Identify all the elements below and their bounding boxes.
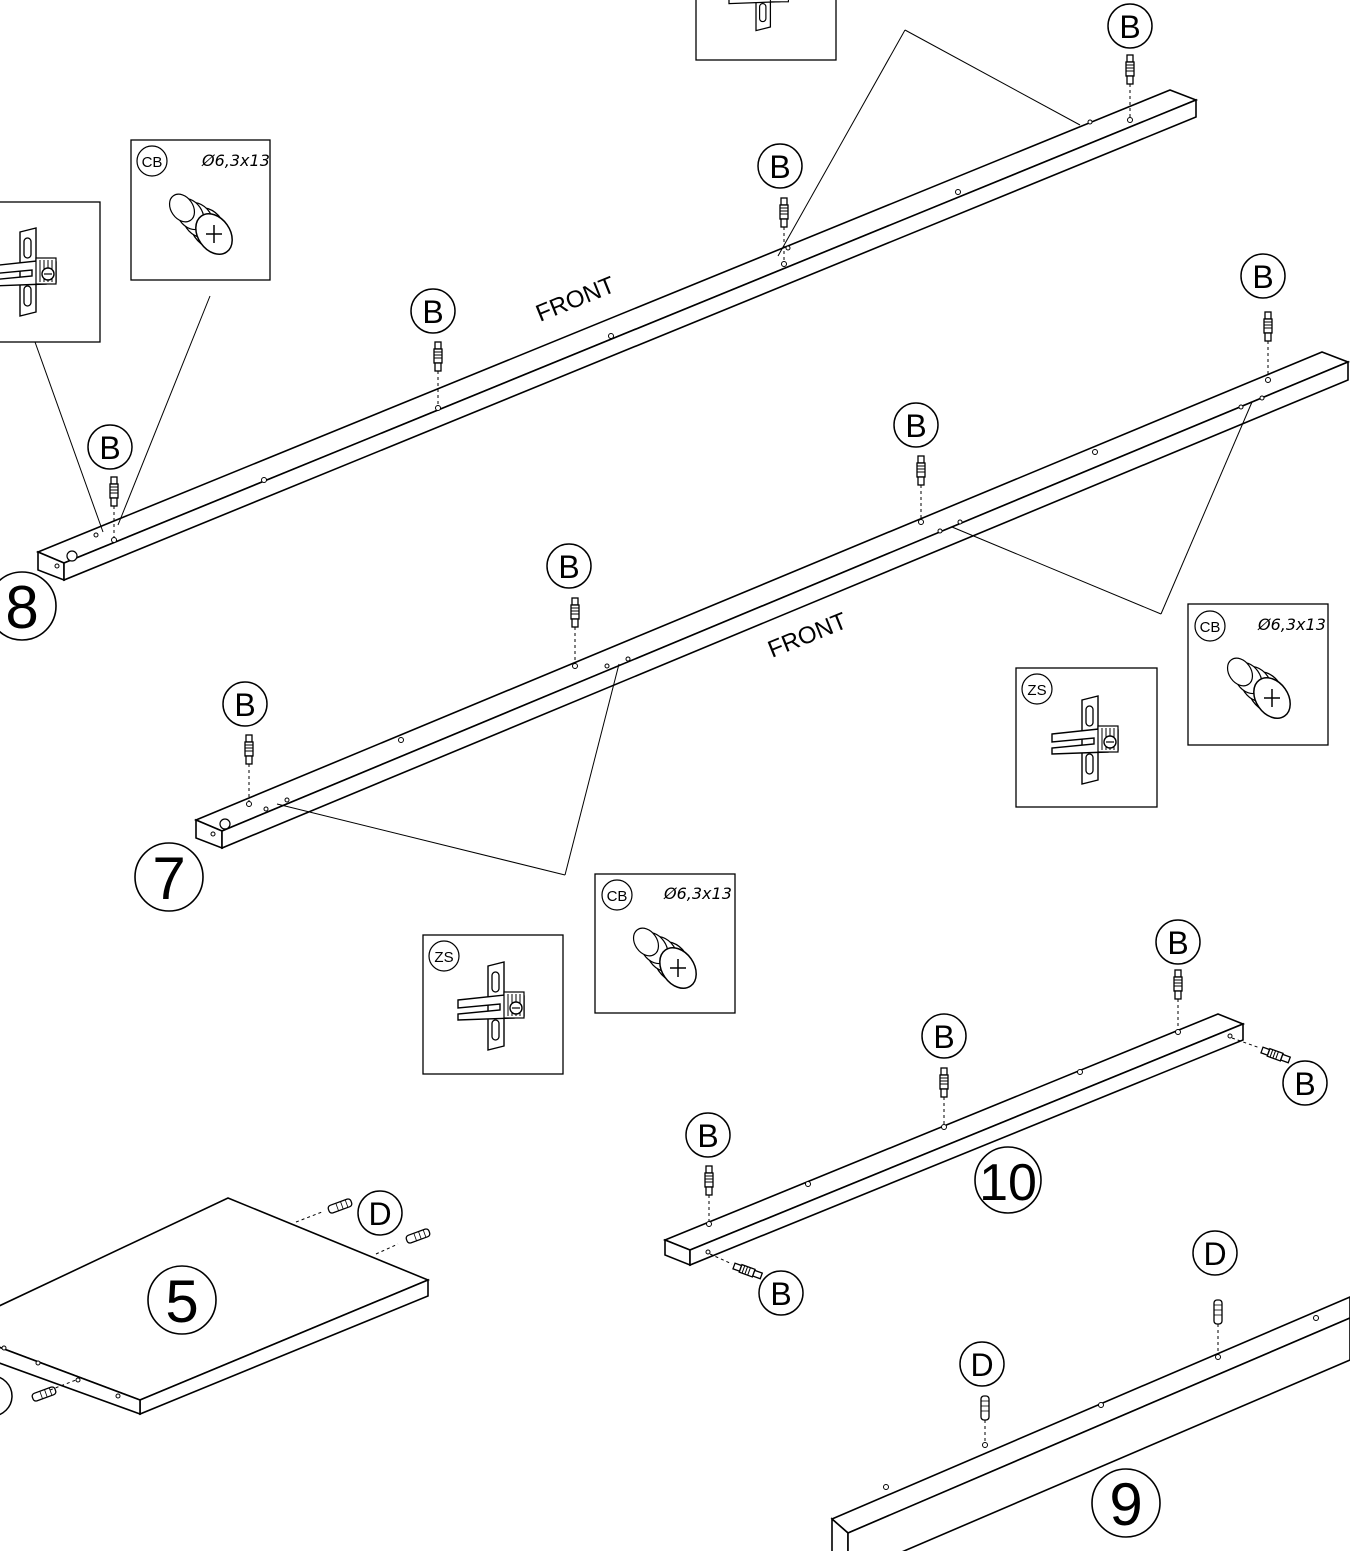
part-number-7: 7 [134, 842, 204, 912]
cam-bolt-box-middle: CB Ø6,3x13 [594, 873, 736, 1014]
svg-text:10: 10 [979, 1154, 1037, 1212]
svg-text:5: 5 [165, 1268, 198, 1335]
svg-text:D: D [1203, 1236, 1226, 1272]
cam-bolt-box-right: CB Ø6,3x13 [1187, 603, 1329, 746]
svg-text:9: 9 [1109, 1471, 1142, 1538]
svg-text:Ø6,3x13: Ø6,3x13 [663, 884, 732, 903]
b-callout: B B B B [222, 253, 1286, 727]
svg-text:B: B [1252, 259, 1273, 295]
d-callout: D D [959, 1230, 1238, 1387]
camlock-box-middle: ZS [422, 934, 564, 1075]
dowel-d [980, 1299, 1223, 1443]
bolt-b [704, 969, 1292, 1281]
svg-text:B: B [769, 149, 790, 185]
part-8-rail [35, 89, 1199, 582]
dowel-d [30, 1197, 432, 1403]
svg-text:B: B [558, 549, 579, 585]
cam-bolt-box-8: CB Ø6,3x13 [130, 139, 271, 281]
bolt-b [244, 311, 1273, 802]
svg-text:ZS: ZS [1027, 682, 1046, 699]
part-number-10: 10 [974, 1146, 1042, 1214]
svg-text:D: D [368, 1196, 391, 1232]
svg-text:B: B [99, 430, 120, 466]
b-callout: B B B B B [685, 919, 1328, 1316]
svg-text:B: B [1167, 925, 1188, 961]
camlock-box-top [695, 0, 837, 61]
svg-text:B: B [1294, 1066, 1315, 1102]
svg-text:B: B [770, 1276, 791, 1312]
svg-text:CB: CB [1200, 619, 1221, 636]
part-number-8: 8 [0, 571, 57, 641]
svg-text:B: B [933, 1019, 954, 1055]
d-callout: D [0, 1190, 403, 1416]
svg-text:B: B [422, 294, 443, 330]
camlock-box-left [0, 201, 101, 343]
b-callout: B B B B [87, 3, 1153, 470]
front-label-8: FRONT [532, 271, 619, 327]
svg-text:CB: CB [142, 154, 163, 171]
part-9-rail [830, 1296, 1350, 1551]
svg-text:B: B [697, 1118, 718, 1154]
svg-text:B: B [905, 408, 926, 444]
svg-text:8: 8 [5, 574, 38, 641]
part-7-rail [193, 351, 1350, 850]
svg-text:Ø6,3x13: Ø6,3x13 [1257, 615, 1326, 634]
svg-text:CB: CB [607, 888, 628, 905]
part-number-9: 9 [1091, 1468, 1161, 1538]
svg-text:7: 7 [152, 845, 185, 912]
svg-text:D: D [970, 1347, 993, 1383]
part-10-rail [662, 1013, 1246, 1267]
part-number-5: 5 [147, 1265, 217, 1335]
camlock-box-right: ZS [1015, 667, 1158, 808]
svg-text:B: B [1119, 9, 1140, 45]
svg-text:ZS: ZS [434, 949, 453, 966]
bolt-b [109, 54, 1135, 538]
svg-text:B: B [234, 687, 255, 723]
svg-text:Ø6,3x13: Ø6,3x13 [201, 151, 270, 170]
